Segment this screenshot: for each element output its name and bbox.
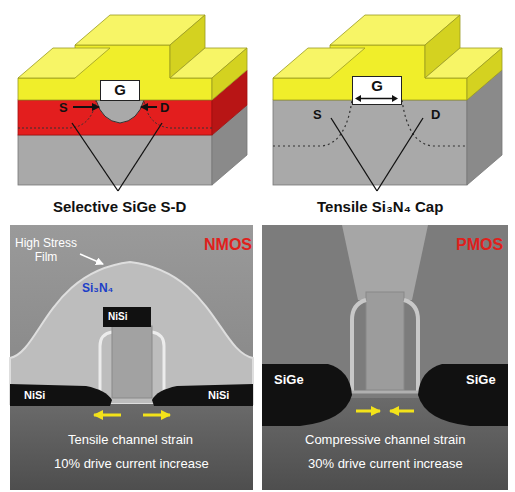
cap-layer-top (18, 48, 110, 78)
region-label: S (59, 100, 68, 115)
leader-line (80, 254, 103, 264)
gate-label: G (371, 77, 383, 94)
nitride-cap-device (273, 15, 502, 191)
caption-label: Tensile Si₃N₄ Cap (317, 198, 443, 216)
strain-arrow (356, 410, 380, 413)
leader-line (377, 118, 423, 191)
tem-background (262, 225, 508, 490)
spacer (100, 332, 112, 396)
junction-line (273, 100, 352, 146)
nisi-region (10, 384, 112, 406)
strain-note: 30% drive current increase (308, 456, 463, 472)
leader-line (331, 118, 377, 191)
gate-box: G (352, 76, 402, 105)
strain-arrow (143, 414, 170, 417)
arrow-head (355, 95, 361, 102)
cap-layer-side (467, 48, 502, 100)
material-label: Si₃N₄ (82, 281, 113, 295)
region-label: S (313, 107, 322, 122)
gate-box: G (100, 80, 140, 101)
junction-line (18, 100, 96, 128)
tem-background (10, 225, 253, 490)
sige-region (418, 364, 508, 426)
gate-stack (112, 326, 152, 398)
arrow-shaft (360, 98, 393, 100)
device-type: NMOS (204, 236, 252, 254)
strain-double-arrow (353, 94, 400, 103)
strain-note: Compressive channel strain (305, 432, 465, 448)
strain-arrow (73, 106, 99, 108)
film-label: High Stress Film (14, 236, 78, 264)
material-label: NiSi (24, 389, 45, 402)
spacer (152, 332, 164, 396)
pmos-tem-image (262, 225, 508, 490)
spacer (352, 300, 366, 392)
material-label: NiSi (208, 389, 229, 402)
channel-region (96, 100, 144, 123)
sige-sd-device (18, 15, 247, 191)
strain-note: Tensile channel strain (68, 432, 193, 448)
sige-region (262, 364, 352, 426)
material-label: SiGe (466, 372, 496, 387)
leader-line (118, 123, 162, 191)
region-label: D (431, 107, 440, 122)
strain-arrow (94, 414, 121, 417)
stress-film (10, 262, 253, 404)
gate-cap (342, 225, 428, 300)
strain-arrow (141, 106, 157, 108)
caption-label: Selective SiGe S-D (53, 198, 186, 216)
arrow-head (392, 95, 398, 102)
nmos-tem-image (10, 225, 253, 490)
strain-arrow (390, 410, 414, 413)
substrate-front (18, 135, 212, 185)
gate-label: G (114, 81, 126, 98)
junction-line (144, 100, 212, 128)
cap-layer-top (273, 48, 365, 78)
gate-stack (366, 292, 404, 390)
material-label: SiGe (274, 372, 304, 387)
strain-note: 10% drive current increase (54, 456, 209, 472)
device-type: PMOS (456, 236, 503, 254)
cap-layer-side (212, 48, 247, 100)
substrate (10, 404, 253, 490)
region-label: D (160, 100, 169, 115)
nisi-gate-contact (103, 307, 151, 327)
sige-layer-front (18, 100, 212, 135)
material-label: NiSi (108, 311, 127, 323)
leader-line (72, 123, 118, 191)
junction-line (402, 100, 467, 146)
nisi-region (152, 384, 253, 406)
spacer (404, 300, 418, 392)
substrate-front (273, 100, 467, 185)
